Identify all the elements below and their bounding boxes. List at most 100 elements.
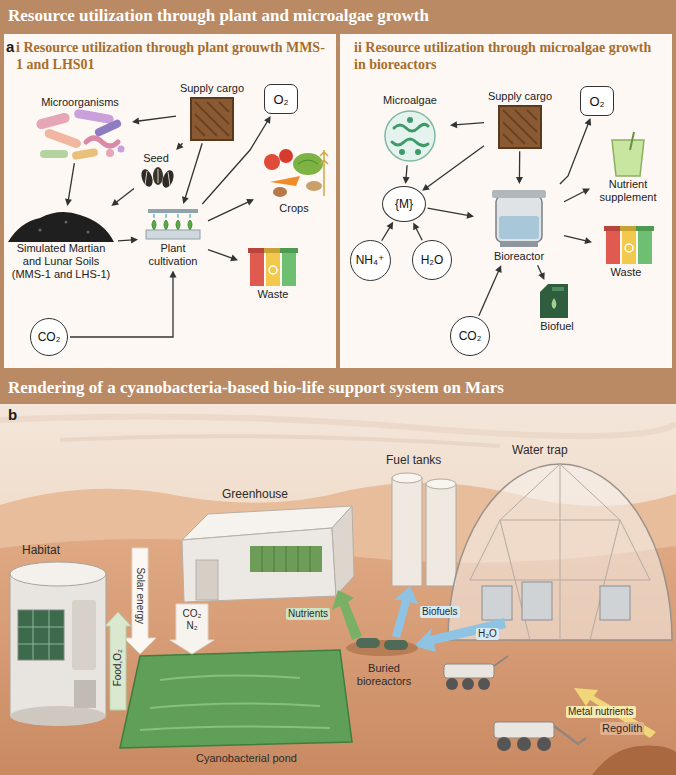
mars-ground [0, 404, 676, 775]
crops-icon [279, 149, 293, 163]
waste-bins [636, 226, 654, 231]
connector [422, 146, 484, 191]
waste-bins [620, 226, 638, 231]
connector-line [560, 123, 589, 184]
icon-node: Simulated Martian and Lunar Soils (MMS-1… [6, 208, 116, 282]
icon-node: Supply cargo [486, 90, 554, 149]
nutrient-glass [612, 132, 644, 176]
connector-line [415, 227, 422, 240]
seed-icon [160, 169, 176, 189]
connector [403, 165, 410, 184]
shape-label: CO₂ [38, 330, 61, 344]
soil-pile [65, 221, 68, 224]
crops-icon [306, 181, 322, 191]
rover [554, 726, 586, 744]
crops-icon [320, 150, 328, 196]
connector [427, 208, 474, 219]
icon-node: Waste [594, 222, 658, 279]
rover [444, 656, 586, 751]
icon-node: Seed [136, 152, 176, 191]
water-trap-dome [522, 582, 552, 620]
waste-bins [280, 248, 298, 253]
seed-icon [145, 169, 170, 186]
rover [462, 678, 474, 690]
connector [564, 189, 590, 202]
seed-icon [139, 167, 176, 189]
connector-line [564, 191, 586, 202]
crops-icon [264, 149, 328, 197]
input-circle: CO₂ [450, 316, 490, 356]
crops-icon [264, 154, 280, 170]
microalgae-icon [385, 111, 435, 161]
connector-line [382, 226, 391, 241]
water-trap-dome [600, 586, 630, 620]
microalgae-icon [385, 111, 435, 161]
connector-line [455, 123, 484, 125]
icon-node: Biofuel [532, 282, 582, 333]
greenhouse [332, 506, 354, 596]
connector-line [406, 165, 407, 179]
arrowhead [495, 265, 501, 273]
microorganism-icon [94, 118, 123, 137]
arrowhead [403, 177, 410, 184]
connector-line [185, 143, 202, 199]
icon-node: Microalgae [372, 94, 448, 163]
input-circle: CO₂ [30, 318, 68, 356]
habitat [10, 706, 106, 726]
scene-label: Water trap [512, 444, 568, 458]
connector [176, 142, 183, 150]
item-label: Supply cargo [486, 90, 554, 103]
item-label: Waste [594, 266, 658, 279]
connector [538, 265, 545, 280]
panel-frame [0, 0, 676, 372]
rover [537, 737, 551, 751]
arrowhead [131, 237, 138, 244]
item-label: Biofuel [532, 320, 582, 333]
scene-label: Habitat [22, 544, 60, 558]
plant-tray [146, 230, 200, 239]
biofuel-can [552, 287, 564, 291]
connector [450, 121, 484, 128]
shape-label: CO₂ [459, 329, 482, 343]
subpanel: ii Resource utilization through microalg… [340, 34, 672, 368]
connector [564, 236, 592, 245]
connector [182, 143, 202, 204]
scene-label: Food,O₂ [112, 649, 124, 686]
buried-bioreactor [384, 640, 408, 650]
habitat [18, 610, 64, 660]
greenhouse [182, 506, 354, 602]
water-trap-dome [470, 464, 650, 640]
item-label: Waste [240, 288, 306, 301]
biofuel-can [540, 284, 568, 318]
waste-bins [622, 230, 636, 264]
microalgae-icon [392, 124, 428, 145]
flow-arrow [170, 604, 214, 654]
connector [208, 199, 254, 221]
water-trap-dome [448, 464, 672, 640]
connector [202, 116, 270, 204]
fuel-tanks [392, 473, 456, 586]
arrowhead [170, 270, 177, 277]
panel-letter: b [8, 406, 28, 423]
microorganism-icon [73, 109, 114, 125]
scene-label: Nutrients [286, 608, 330, 620]
item-label: Crops [256, 202, 332, 215]
item-label: Nutrient supplement [592, 178, 664, 204]
microalgae-icon [415, 149, 421, 155]
mars-ground [60, 436, 500, 446]
figure-panel: Resource utilization through plant and m… [0, 0, 676, 372]
rover [497, 737, 511, 751]
biofuel-can [540, 284, 568, 318]
rover [444, 664, 494, 678]
connector-line [519, 151, 521, 179]
figure-panel: Rendering of a cyanobacteria-based bio-l… [0, 372, 676, 775]
microorganism-icon [72, 148, 99, 160]
microorganism-icon [106, 149, 114, 157]
connector [479, 265, 502, 316]
fuel-tanks [426, 484, 456, 586]
input-circle: {M} [382, 186, 426, 222]
crops-icon [273, 187, 287, 197]
scene-label: H₂O [476, 628, 499, 640]
waste-bins [264, 248, 282, 253]
waste-bins [606, 230, 620, 264]
